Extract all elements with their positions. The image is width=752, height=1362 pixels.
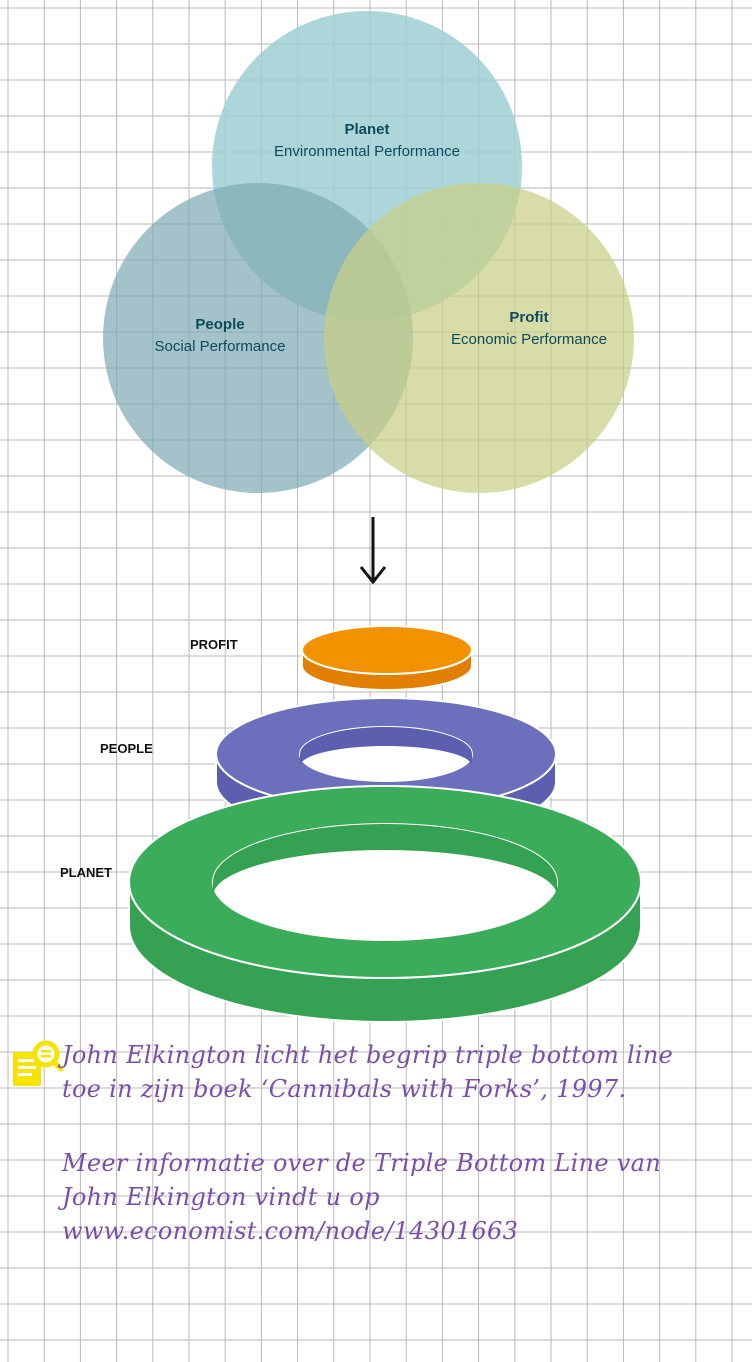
down-arrow-icon — [359, 517, 387, 585]
magnifier-document-icon — [13, 1040, 64, 1086]
planet-subtitle: Environmental Performance — [274, 143, 460, 160]
people-title: People — [195, 316, 244, 333]
note-paragraph-more-info: Meer informatie over de Triple Bottom Li… — [62, 1149, 662, 1245]
info-note: John Elkington licht het begrip triple b… — [62, 1038, 682, 1248]
people-label: PEOPLE — [100, 741, 153, 756]
profit-title: Profit — [509, 309, 548, 326]
profit-circle — [324, 183, 634, 493]
profit-subtitle: Economic Performance — [451, 331, 607, 348]
profit-disc — [301, 625, 473, 691]
profit-label: PROFIT — [190, 637, 238, 652]
people-subtitle: Social Performance — [155, 338, 286, 355]
planet-ring — [128, 785, 642, 1023]
note-paragraph-reference: John Elkington licht het begrip triple b… — [62, 1041, 674, 1103]
venn-diagram: Planet Environmental Performance People … — [103, 11, 634, 493]
people-circle — [103, 183, 413, 493]
planet-title: Planet — [344, 121, 389, 138]
planet-label: PLANET — [60, 865, 112, 880]
